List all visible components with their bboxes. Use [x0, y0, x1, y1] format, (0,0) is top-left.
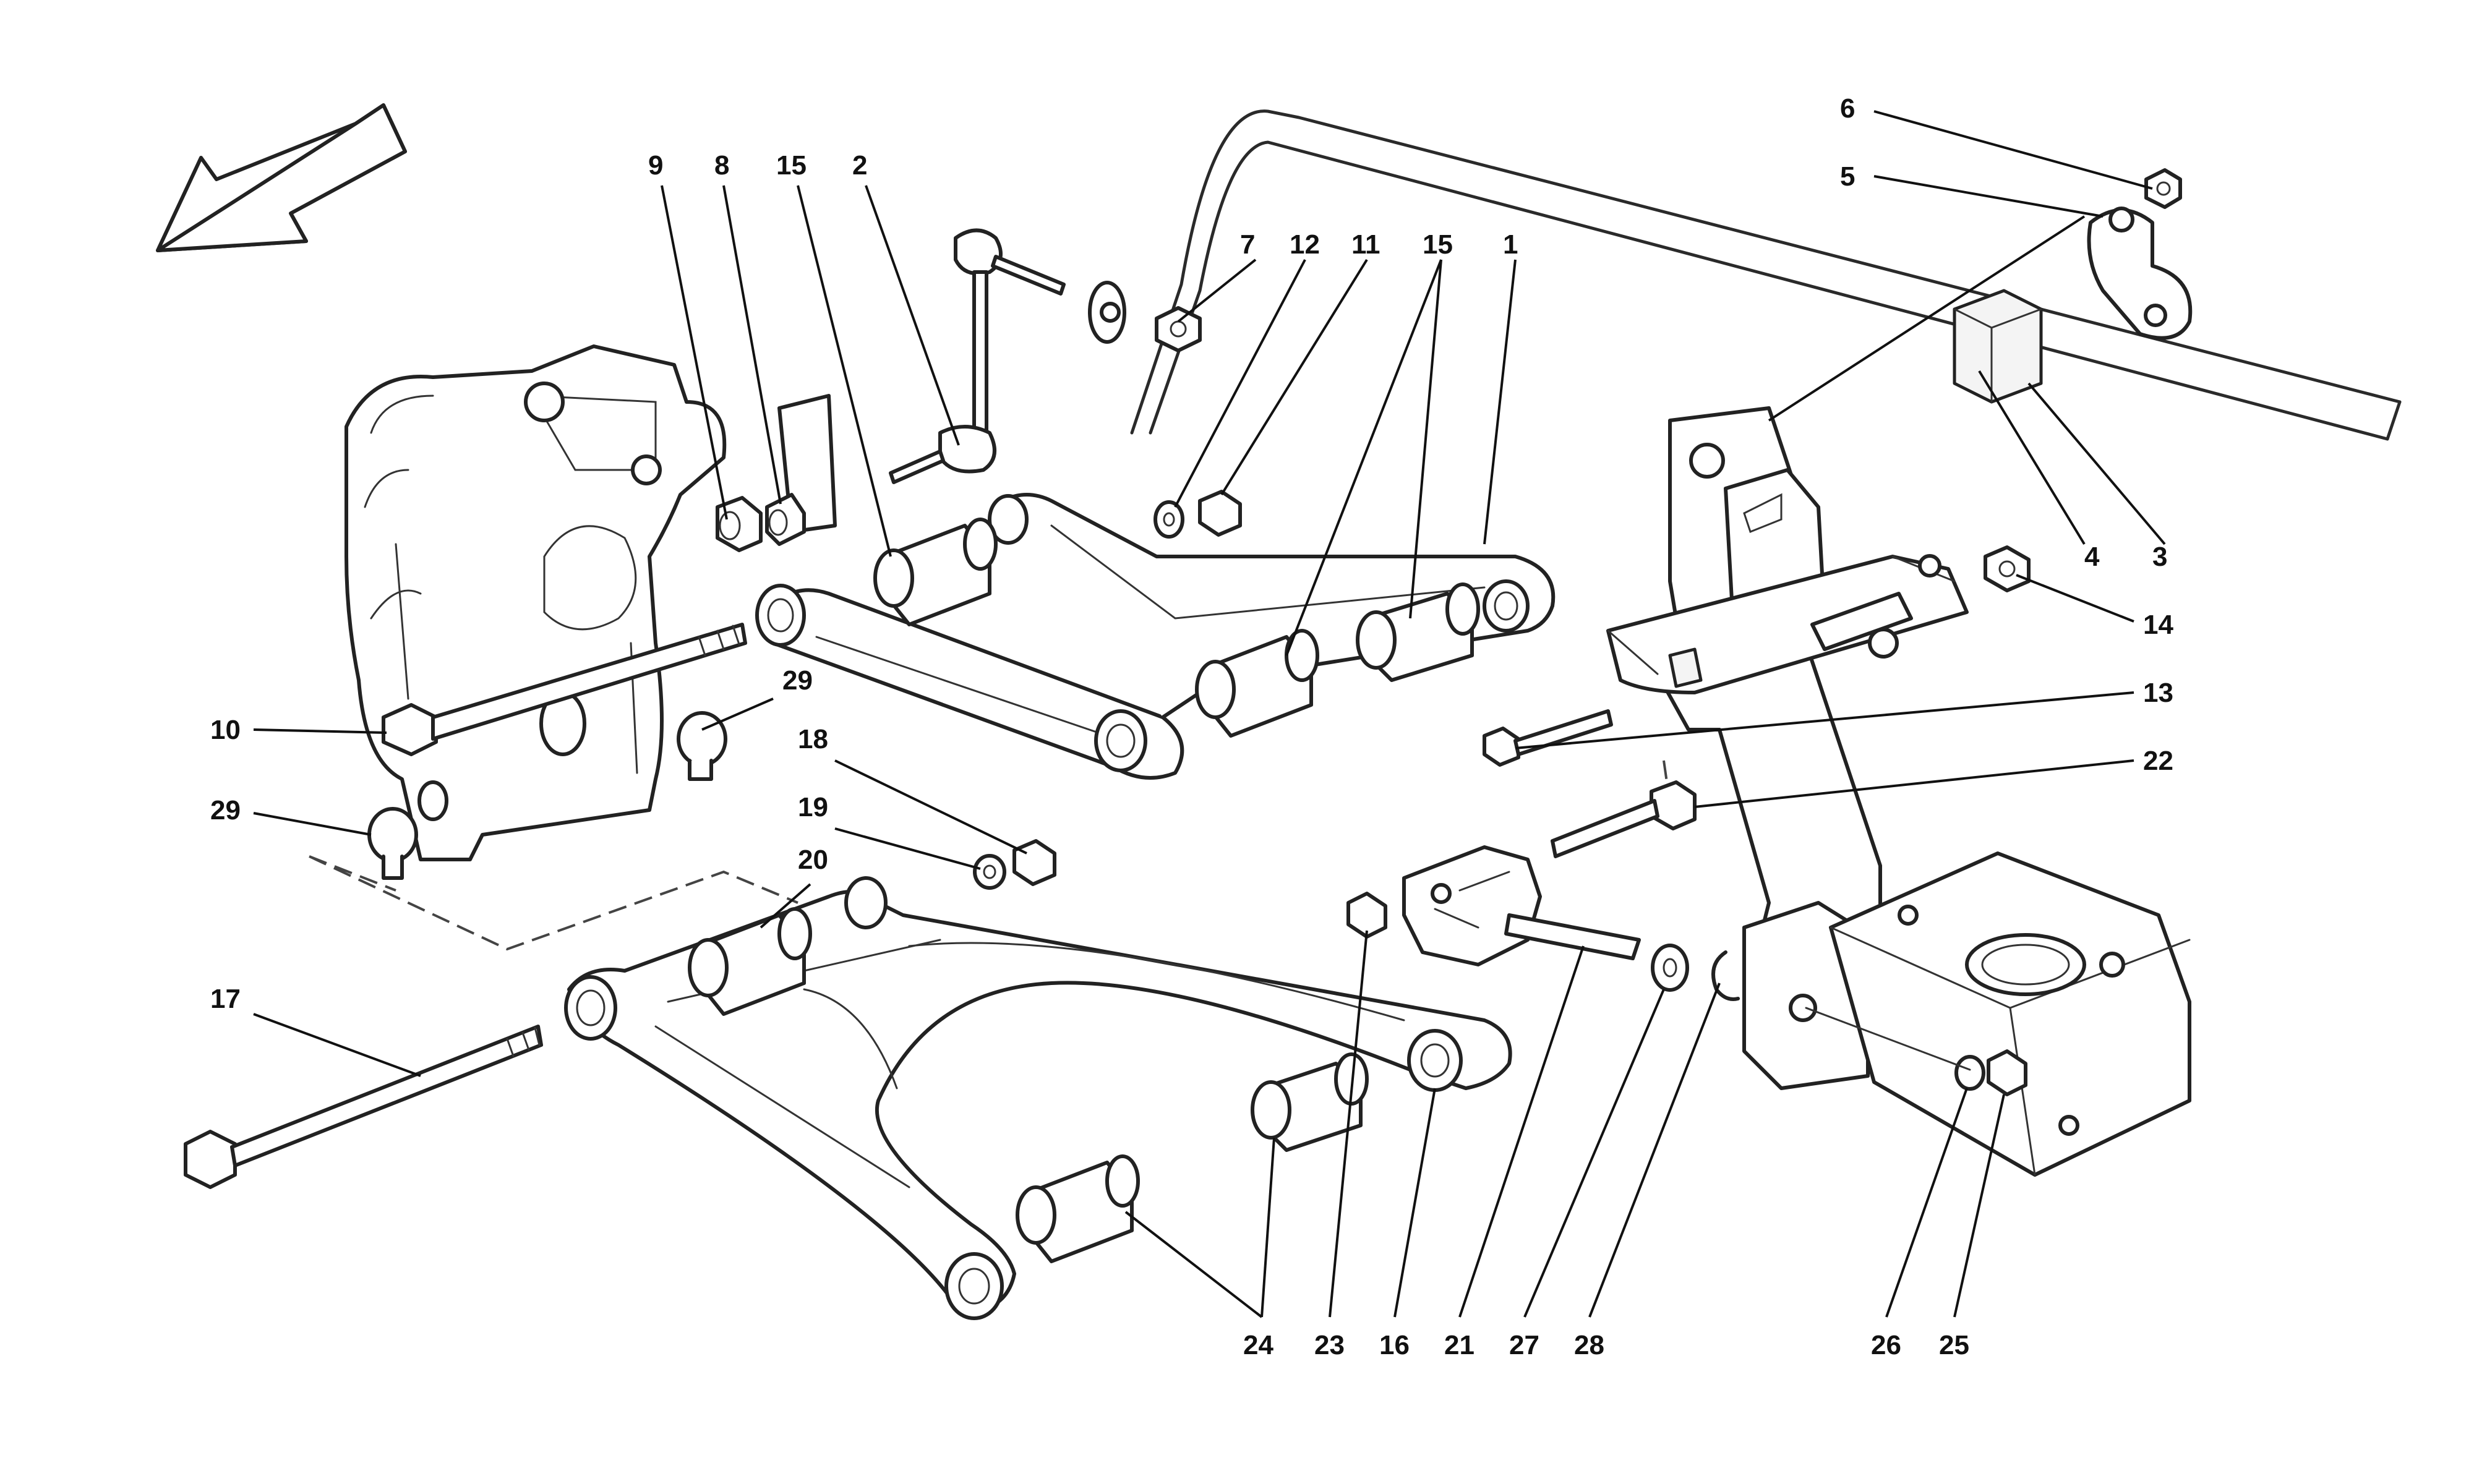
callout-1: 1	[1503, 229, 1518, 260]
bar-clamp-bracket	[2087, 207, 2193, 340]
clamp-nut	[2144, 168, 2182, 209]
callout-2: 2	[852, 150, 867, 181]
bushing-15-a	[873, 518, 998, 626]
bushing-15-b	[1195, 629, 1319, 738]
callout-25: 25	[1939, 1330, 1969, 1360]
bolt-22	[1551, 780, 1697, 858]
nut-18	[1012, 839, 1056, 886]
callout-19: 19	[798, 792, 828, 822]
callout-6: 6	[1840, 93, 1855, 124]
bolt-13	[1483, 709, 1613, 767]
callout-24: 24	[1243, 1330, 1273, 1360]
bolt-10	[382, 623, 747, 756]
callout-18: 18	[798, 724, 828, 754]
bushing-8	[765, 493, 806, 546]
washer-19	[973, 854, 1006, 890]
nut-25	[1987, 1049, 2027, 1096]
nut-11	[1198, 490, 1242, 537]
direction-arrow-icon	[156, 103, 407, 252]
callout-4: 4	[2084, 542, 2100, 572]
axis-line-25	[1805, 1007, 1971, 1071]
leader-lines	[253, 110, 2166, 1318]
bushing-24-a	[1016, 1154, 1140, 1263]
callout-8: 8	[714, 150, 729, 181]
callout-27: 27	[1509, 1330, 1539, 1360]
callout-21: 21	[1444, 1330, 1475, 1360]
callout-16: 16	[1379, 1330, 1410, 1360]
clip-29-a	[677, 711, 727, 781]
link-rod-2	[889, 228, 1066, 484]
clip-29-b	[367, 807, 418, 880]
bolt-17	[184, 1025, 543, 1189]
callout-15-a: 15	[776, 150, 807, 181]
callout-13: 13	[2143, 678, 2173, 708]
callout-7: 7	[1240, 229, 1255, 260]
callout-17: 17	[210, 984, 241, 1014]
callout-3: 3	[2152, 542, 2167, 572]
anti-roll-bar	[1088, 109, 2402, 441]
nut-7	[1155, 306, 1202, 352]
callout-29-a: 29	[782, 665, 813, 696]
bushing-20	[688, 907, 812, 1016]
callout-9: 9	[648, 150, 663, 181]
upper-wishbone	[755, 493, 1556, 780]
nut-14	[1984, 545, 2031, 592]
callout-labels: 9 8 15 2 7 12 11 15 1 6 5 4 3 14 13 22 1…	[210, 93, 2173, 1360]
lower-wishbone	[564, 876, 1512, 1320]
bushing-15-c	[1356, 582, 1480, 682]
assembly-dash-line	[309, 855, 798, 951]
callout-5: 5	[1840, 161, 1855, 192]
nut-9	[716, 496, 763, 552]
chassis-bracket	[1606, 406, 2191, 1177]
callout-23: 23	[1314, 1330, 1345, 1360]
callout-14: 14	[2143, 610, 2173, 640]
bar-bushing	[1953, 289, 2043, 404]
callout-29-b: 29	[210, 795, 241, 825]
callout-22: 22	[2143, 746, 2173, 776]
washer-26	[1954, 1055, 1985, 1091]
mount-bracket-21	[1402, 845, 1641, 966]
callout-20: 20	[798, 845, 828, 875]
callout-26: 26	[1871, 1330, 1901, 1360]
washer-27	[1651, 944, 1689, 992]
callout-15-b: 15	[1423, 229, 1453, 260]
callout-11: 11	[1351, 229, 1380, 260]
callout-12: 12	[1290, 229, 1320, 260]
callout-10: 10	[210, 715, 241, 745]
washer-12	[1154, 500, 1184, 539]
nut-23	[1346, 892, 1387, 939]
callout-28: 28	[1574, 1330, 1604, 1360]
